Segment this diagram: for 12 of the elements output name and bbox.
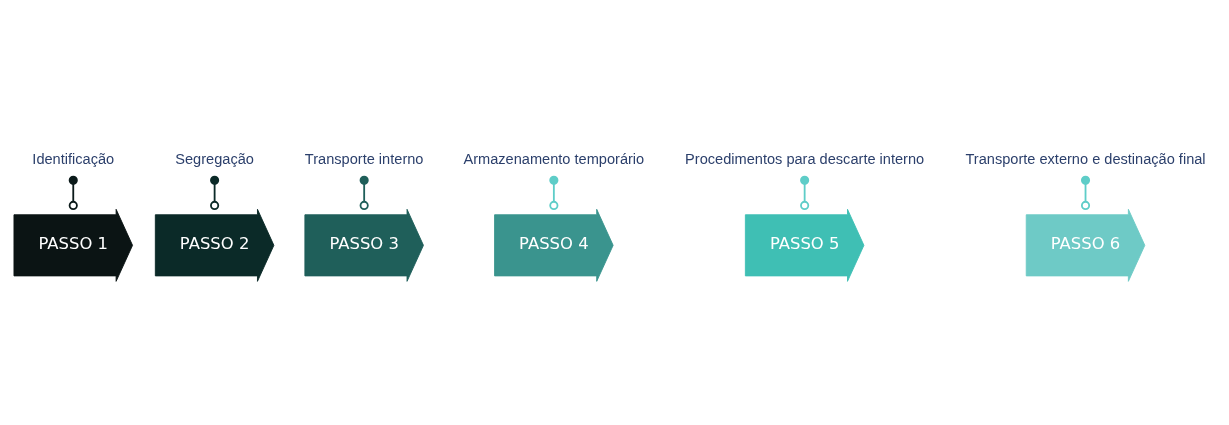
connector [800, 175, 810, 210]
connector [210, 175, 220, 210]
node-text: Procedimentos para descarte interno [685, 150, 925, 167]
node-text: Transporte interno [304, 150, 424, 167]
connector [359, 175, 369, 210]
node-text: Identificação [32, 150, 115, 167]
node-text: Segregação [175, 150, 254, 167]
connector [68, 175, 78, 210]
node-text: Armazenamento temporário [463, 150, 645, 167]
node-text: Transporte externo e destinação final [965, 150, 1206, 167]
connector [549, 175, 559, 210]
connector [1080, 175, 1091, 210]
